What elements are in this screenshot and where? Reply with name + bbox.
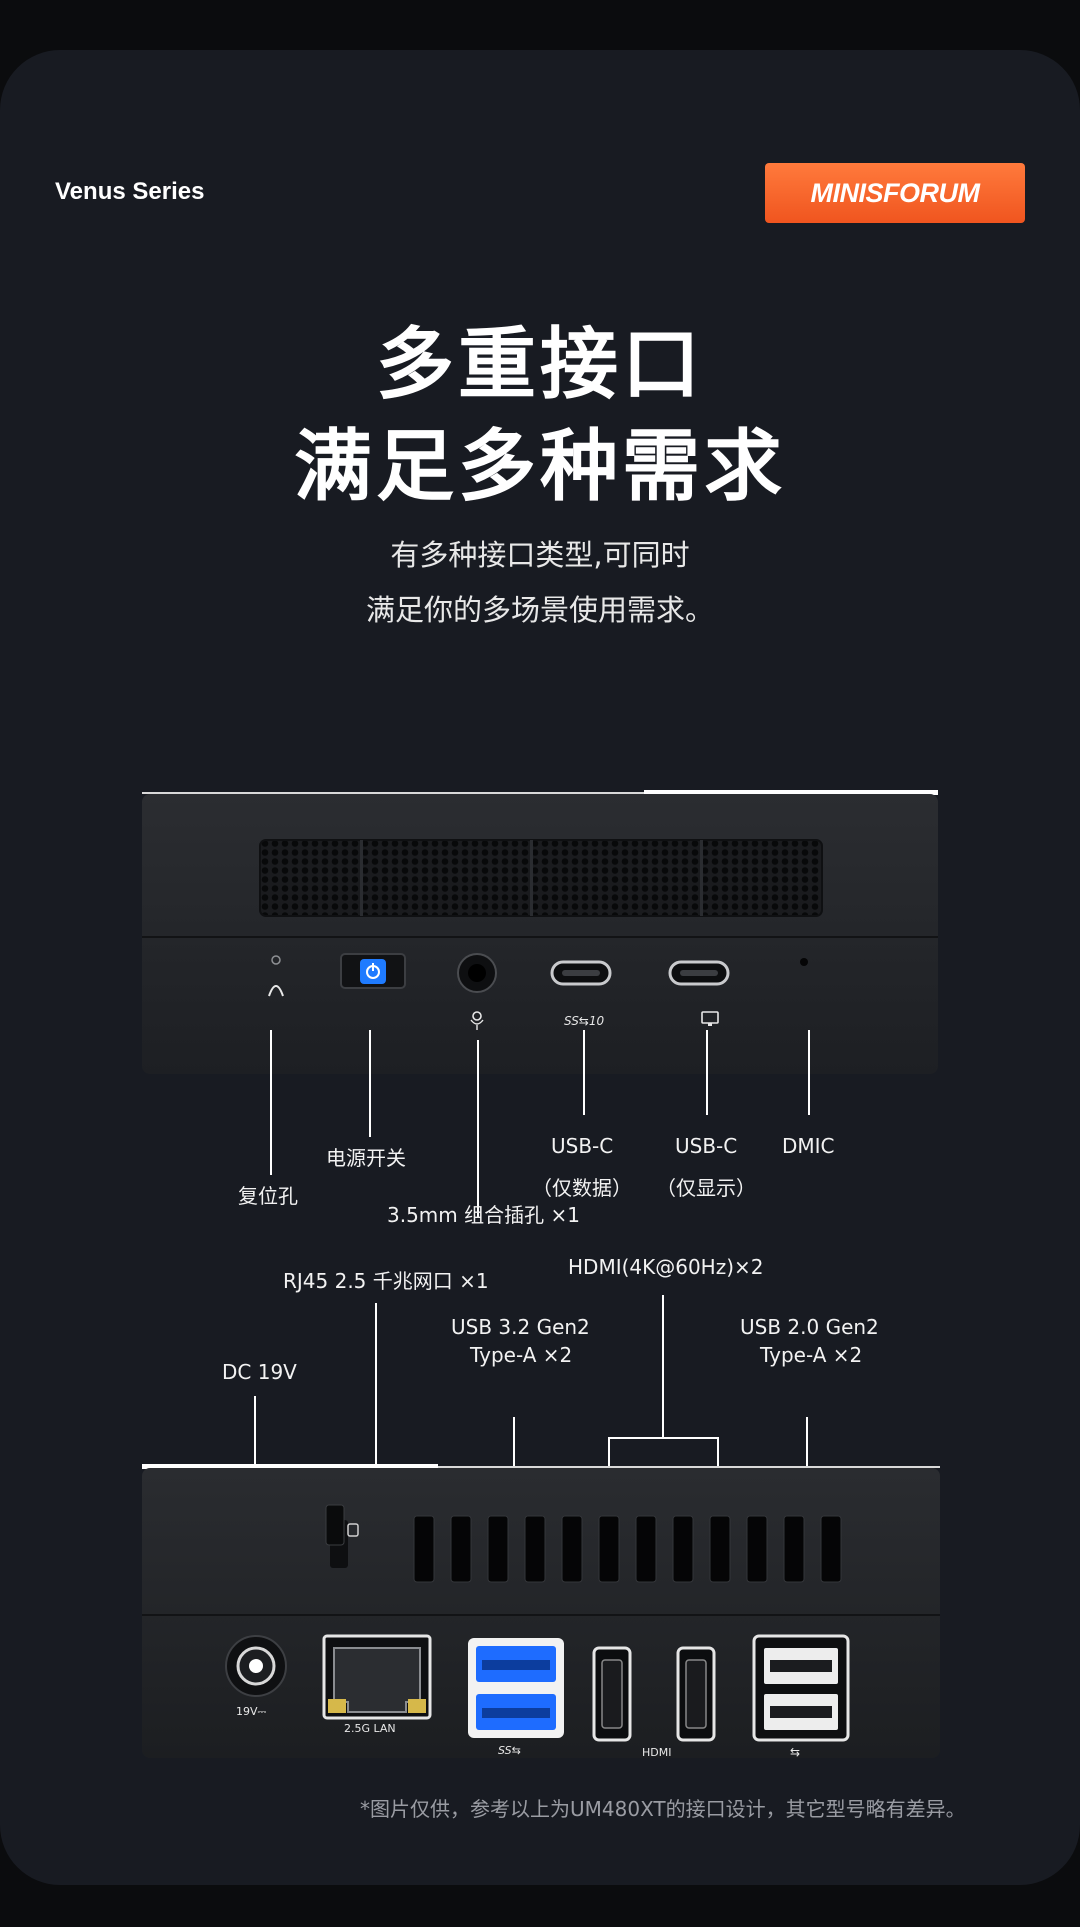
vent-slot — [672, 1515, 694, 1583]
label-usb32-1: USB 3.2 Gen2 — [451, 1315, 590, 1339]
label-usbc-data-2: （仅数据） — [532, 1176, 632, 1200]
vent-slot — [413, 1515, 435, 1583]
lan-mark: 2.5G LAN — [344, 1722, 396, 1735]
label-dmic: DMIC — [782, 1134, 835, 1158]
vent-slot — [635, 1515, 657, 1583]
vent-slot — [561, 1515, 583, 1583]
line-usbc-data — [583, 1030, 585, 1115]
label-usbc-data-1: USB-C — [551, 1134, 614, 1158]
label-usb20-1: USB 2.0 Gen2 — [740, 1315, 879, 1339]
line-audio — [477, 1040, 479, 1218]
brand-logo: MINISFORUM — [765, 163, 1025, 223]
subtitle-line-2: 满足你的多场景使用需求。 — [365, 593, 714, 627]
product-card: Venus Series MINISFORUM 多重接口 满足多种需求 有多种接… — [0, 50, 1080, 1885]
vent-slot — [783, 1515, 805, 1583]
label-usb32-2: Type-A ×2 — [470, 1343, 573, 1367]
line-rj45 — [375, 1303, 377, 1624]
line-hdmi-bar — [608, 1437, 719, 1439]
usb-mark: ⇆ — [790, 1745, 800, 1759]
vent-slot — [524, 1515, 546, 1583]
hdmi-mark: HDMI — [642, 1746, 671, 1759]
ss10-mark: SS⇆10 — [564, 1014, 604, 1028]
line-hdmi-stem — [662, 1295, 664, 1438]
rear-panel-illustration: 19V⎓ 2.5G LAN SS⇆ HDMI ⇆ — [142, 1464, 940, 1759]
headline-line-1: 多重接口 — [375, 320, 704, 410]
label-hdmi: HDMI(4K@60Hz)×2 — [568, 1255, 764, 1279]
vent-slot — [820, 1515, 842, 1583]
footnote: *图片仅供，参考以上为UM480XT的接口设计，其它型号略有差异。 — [360, 1797, 966, 1821]
front-panel-illustration: SS⇆10 — [142, 790, 938, 1074]
label-reset: 复位孔 — [238, 1184, 298, 1208]
vent-slot — [709, 1515, 731, 1583]
dc-in-mark: 19V⎓ — [236, 1705, 267, 1718]
line-usbc-display — [706, 1030, 708, 1115]
series-name: Venus Series — [55, 178, 205, 205]
label-usb20-2: Type-A ×2 — [760, 1343, 863, 1367]
label-rj45: RJ45 2.5 千兆网口 ×1 — [283, 1269, 489, 1293]
label-usbc-display-1: USB-C — [675, 1134, 738, 1158]
line-power — [369, 1030, 371, 1137]
label-dc: DC 19V — [222, 1360, 297, 1384]
label-usbc-display-2: （仅显示） — [656, 1176, 756, 1200]
line-dmic — [808, 1030, 810, 1115]
vent-slot — [450, 1515, 472, 1583]
vent-slot — [746, 1515, 768, 1583]
ss-mark: SS⇆ — [498, 1744, 521, 1757]
label-power: 电源开关 — [326, 1146, 406, 1170]
label-audio: 3.5mm 组合插孔 ×1 — [387, 1203, 580, 1227]
subtitle-line-1: 有多种接口类型,可同时 — [390, 538, 690, 572]
vent-slot — [598, 1515, 620, 1583]
vent-slot — [487, 1515, 509, 1583]
line-reset — [270, 1030, 272, 1175]
headline-line-2: 满足多种需求 — [293, 422, 786, 512]
